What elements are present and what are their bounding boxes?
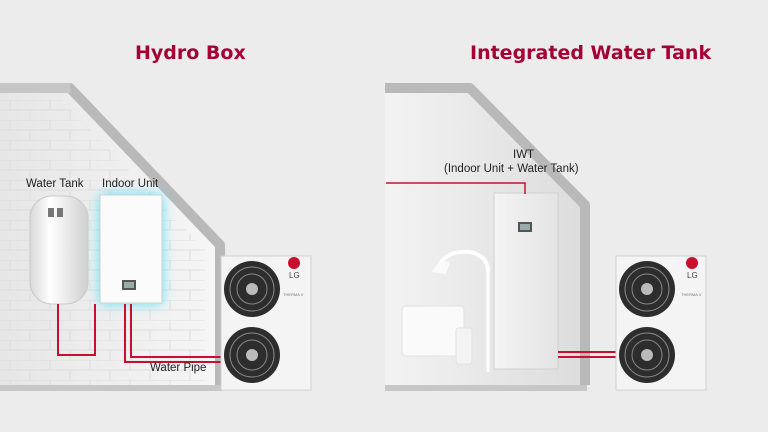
hydro-box-title: Hydro Box: [135, 42, 246, 64]
model-text-right: THERMA V: [681, 292, 702, 297]
iwt-label-line2: (Indoor Unit + Water Tank): [444, 163, 579, 175]
water-tank-label: Water Tank: [26, 178, 84, 190]
water-pipes-left: [57, 304, 222, 363]
iwt-unit: [493, 192, 559, 370]
sofa: [401, 305, 473, 365]
integrated-water-tank-title: Integrated Water Tank: [470, 42, 712, 64]
iwt-label-line1: IWT: [513, 149, 535, 161]
model-text-left: THERMA V: [283, 292, 304, 297]
lg-logo-right: LG: [687, 271, 698, 280]
water-tank: [29, 195, 89, 305]
floor-lamp: [432, 249, 490, 372]
iwt-callout-line: [386, 182, 526, 194]
iwt-pipes: [558, 351, 618, 358]
indoor-unit-label: Indoor Unit: [102, 178, 159, 190]
lg-logo-left: LG: [289, 271, 300, 280]
water-pipe-label: Water Pipe: [150, 362, 207, 374]
indoor-unit: [99, 194, 163, 304]
outdoor-unit-right: LG THERMA V: [615, 255, 707, 391]
outdoor-unit-left: LG THERMA V: [220, 255, 312, 391]
